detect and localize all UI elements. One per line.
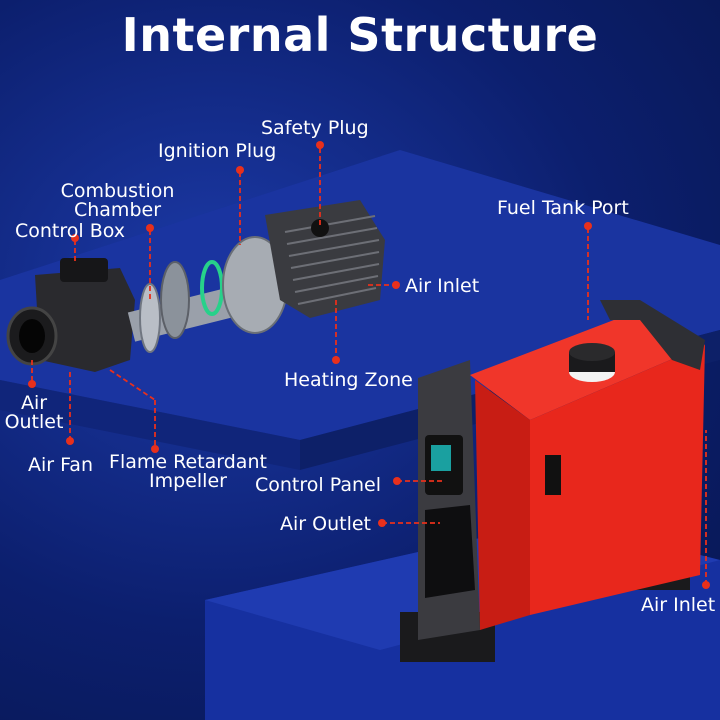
label-air-fan: Air Fan <box>28 454 93 476</box>
label-flame-impeller-line1: Flame Retardant <box>109 451 267 473</box>
label-control-box: Control Box <box>15 220 126 242</box>
label-combustion-chamber-line1: Combustion <box>60 180 175 202</box>
label-combustion-chamber-line2: Chamber <box>73 199 162 221</box>
exploded-internals <box>6 200 385 372</box>
label-flame-impeller-line2: Impeller <box>149 470 227 492</box>
heater-unit <box>400 300 705 662</box>
label-control-panel: Control Panel <box>255 474 381 496</box>
label-flame-retardant-impeller: Flame Retardant Impeller <box>103 453 273 491</box>
label-heating-zone: Heating Zone <box>284 369 413 391</box>
label-fuel-tank-port: Fuel Tank Port <box>497 197 629 219</box>
label-air-outlet-right: Air Outlet <box>280 513 371 535</box>
label-air-inlet-top: Air Inlet <box>405 275 480 297</box>
label-combustion-chamber: Combustion Chamber <box>55 182 180 220</box>
page-title: Internal Structure <box>121 8 599 62</box>
callout-dots <box>28 141 710 589</box>
label-safety-plug: Safety Plug <box>261 117 369 139</box>
label-ignition-plug: Ignition Plug <box>158 140 277 162</box>
label-air-inlet-bottom: Air Inlet <box>641 594 716 616</box>
callout-lines <box>31 148 707 585</box>
label-air-outlet-left-line1: Air <box>20 392 48 414</box>
label-air-outlet-left-line2: Outlet <box>4 411 64 433</box>
label-air-outlet-left: Air Outlet <box>2 394 66 432</box>
